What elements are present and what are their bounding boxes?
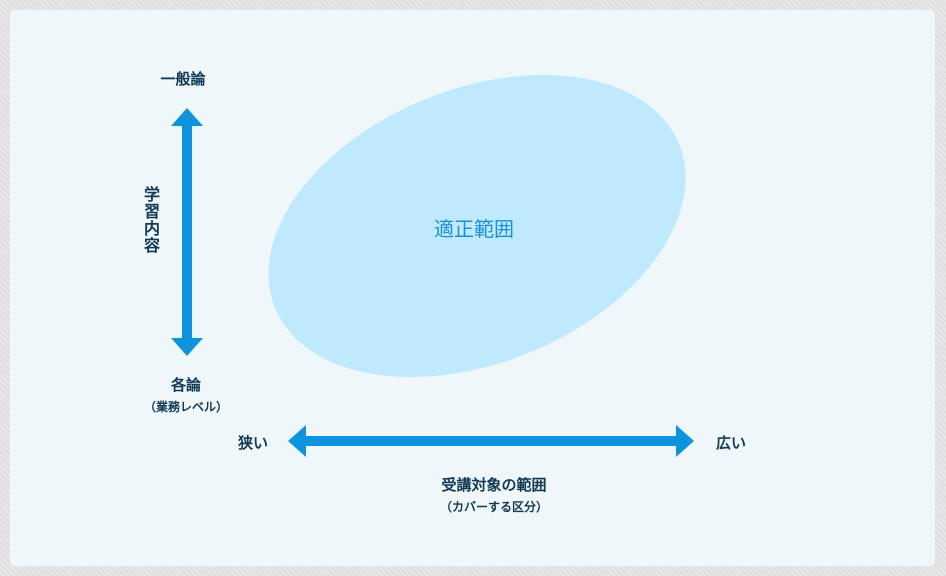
bottom-label: 各論 bbox=[170, 376, 202, 394]
right-label: 広い bbox=[716, 434, 747, 452]
horizontal-axis-label: 受講対象の範囲 bbox=[441, 476, 547, 494]
horizontal-arrow bbox=[288, 425, 694, 457]
vertical-arrow bbox=[171, 108, 203, 356]
vertical-axis-label: 学習内容 bbox=[141, 186, 160, 254]
bottom-sublabel: （業務レベル） bbox=[143, 400, 229, 414]
left-label: 狭い bbox=[238, 434, 269, 452]
horizontal-axis-sublabel: （カバーする区分） bbox=[439, 500, 549, 514]
region-label: 適正範囲 bbox=[434, 217, 514, 241]
top-label: 一般論 bbox=[160, 70, 206, 88]
appropriate-range-ellipse bbox=[268, 74, 686, 378]
